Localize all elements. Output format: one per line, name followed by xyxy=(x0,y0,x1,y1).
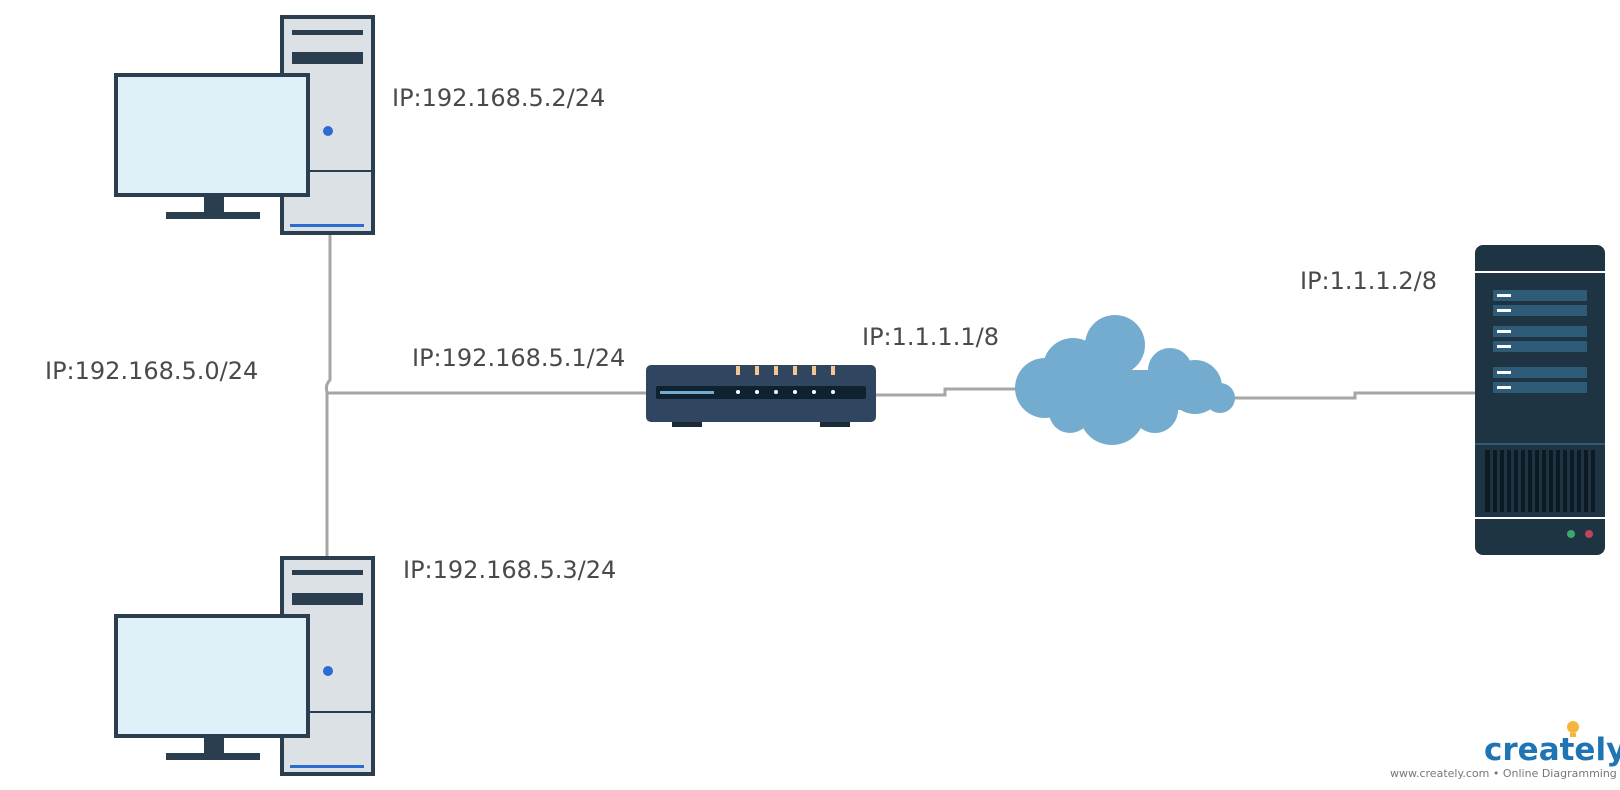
pc-bottom xyxy=(114,556,375,776)
wire-cloud-to-server xyxy=(1230,391,1478,400)
router-lan-ip-label: IP:192.168.5.1/24 xyxy=(412,344,625,372)
network-ip-label: IP:192.168.5.0/24 xyxy=(45,357,258,385)
router-leds xyxy=(736,390,835,394)
wire-router-to-cloud xyxy=(870,387,1020,397)
router xyxy=(646,365,876,427)
server-green-led xyxy=(1567,530,1575,538)
pc-top xyxy=(114,15,375,235)
server xyxy=(1475,245,1605,555)
pc1-ip-label: IP:192.168.5.2/24 xyxy=(392,84,605,112)
creately-logo: creately www.creately.com • Online Diagr… xyxy=(1390,721,1620,780)
wire-pc1-to-bus xyxy=(324,232,332,393)
monitor-top xyxy=(114,73,310,219)
server-red-led xyxy=(1585,530,1593,538)
power-led xyxy=(323,666,333,676)
logo-tagline: www.creately.com • Online Diagramming xyxy=(1390,767,1617,780)
server-drive-bays xyxy=(1493,290,1587,393)
server-vent-slats xyxy=(1490,450,1591,512)
logo-brand-text: creately xyxy=(1484,732,1620,768)
router-wan-ip-label: IP:1.1.1.1/8 xyxy=(862,323,999,351)
server-ip-label: IP:1.1.1.2/8 xyxy=(1300,267,1437,295)
router-antennas xyxy=(736,366,835,375)
internet-cloud-icon xyxy=(1015,315,1235,445)
lightbulb-icon xyxy=(1567,721,1579,737)
monitor-bottom xyxy=(114,614,310,760)
server-drive-lights xyxy=(1497,294,1511,389)
pc2-ip-label: IP:192.168.5.3/24 xyxy=(403,556,616,584)
power-led xyxy=(323,126,333,136)
connections xyxy=(324,232,1478,556)
